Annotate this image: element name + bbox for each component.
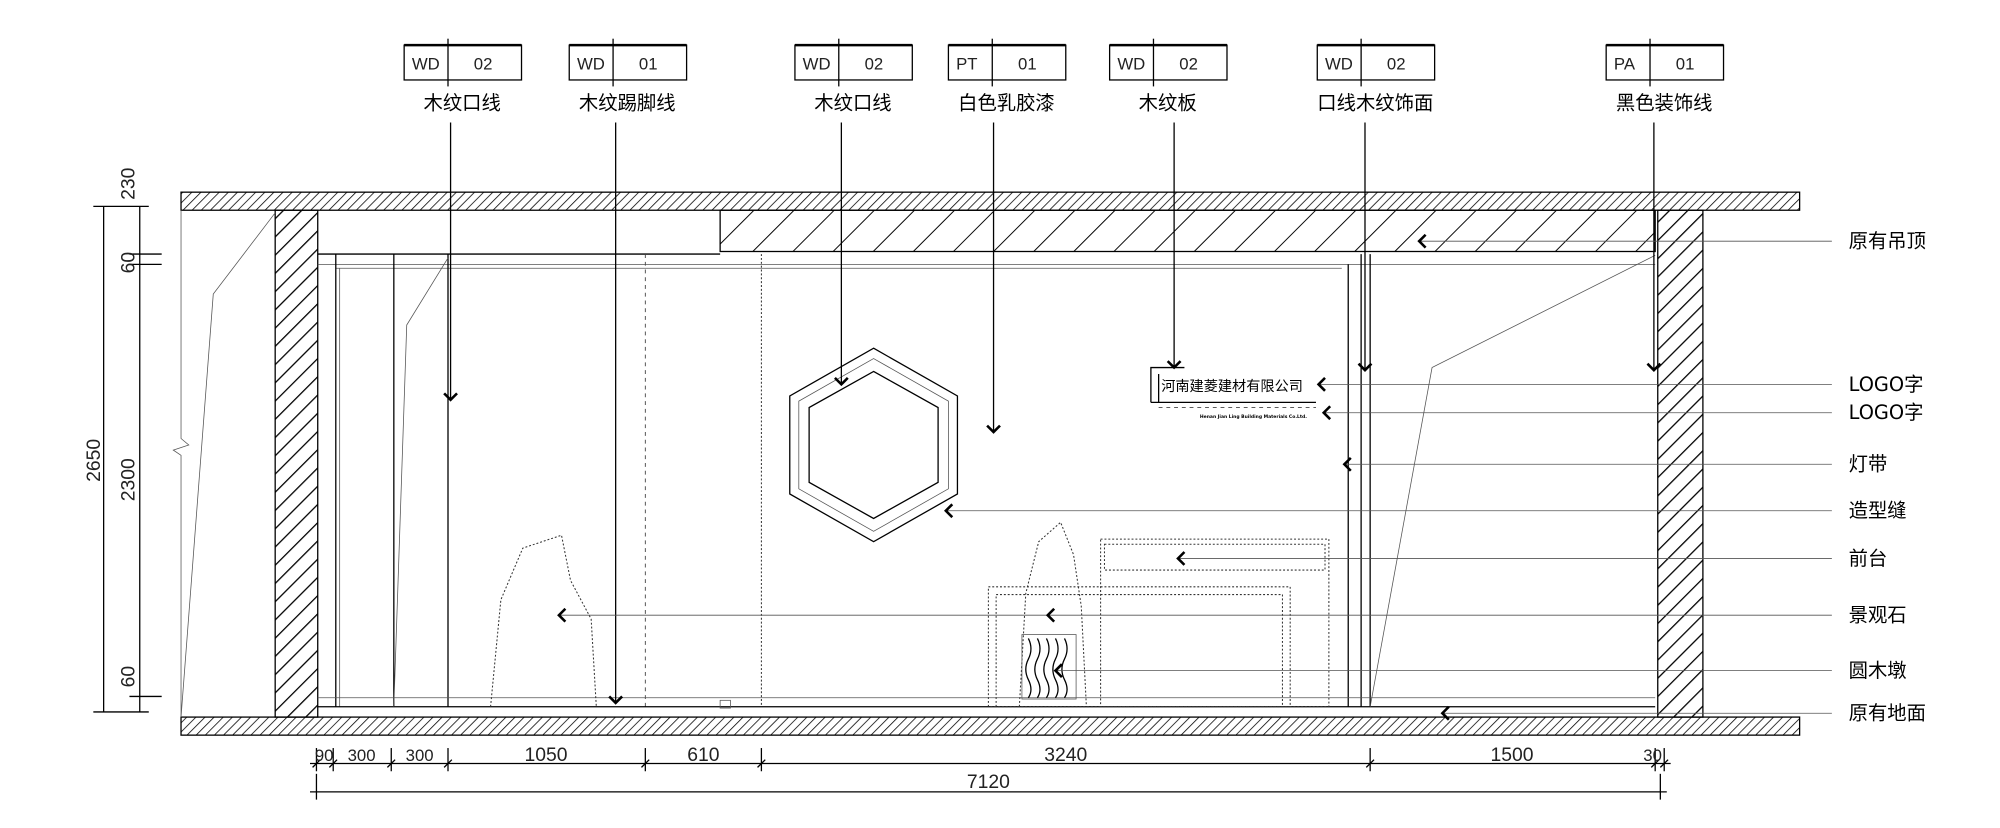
tag-code: WD xyxy=(1325,55,1353,74)
dim-label: 30 xyxy=(1643,746,1662,765)
tag-number: 02 xyxy=(1387,55,1406,74)
callout-label: 原有地面 xyxy=(1849,702,1926,725)
arrow-down-icon xyxy=(834,376,849,387)
callout-label: LOGO字 xyxy=(1849,373,1924,396)
callout-label: 圆木墩 xyxy=(1849,659,1907,682)
logo-cn: 河南建菱建材有限公司 xyxy=(1161,379,1303,395)
material-tag: PA 01 黑色装饰线 xyxy=(1605,38,1725,372)
material-tag: WD 02 木纹口线 xyxy=(403,38,523,402)
callout: 灯带 xyxy=(1342,453,1888,476)
dim-label: 300 xyxy=(406,746,434,765)
existing-ceiling xyxy=(719,209,1656,253)
reception-desk xyxy=(987,538,1330,708)
arrow-down-icon xyxy=(1166,360,1182,370)
left-wall xyxy=(274,209,319,718)
tag-number: 02 xyxy=(474,55,493,74)
arrow-left-icon xyxy=(557,607,567,623)
dim-label: 90 xyxy=(315,746,334,765)
arrow-down-icon xyxy=(986,424,1001,434)
callout-label: 前台 xyxy=(1849,547,1888,570)
tag-code: WD xyxy=(577,55,605,74)
floor-slab xyxy=(180,716,1801,736)
dim-label: 1050 xyxy=(525,744,568,766)
callout-label: 灯带 xyxy=(1849,453,1888,476)
arrow-down-icon xyxy=(608,695,624,705)
tag-number: 01 xyxy=(639,55,658,74)
tag-code: PA xyxy=(1614,55,1636,74)
callout: 圆木墩 xyxy=(1053,659,1907,682)
tag-number: 02 xyxy=(865,55,884,74)
callout-label: 景观石 xyxy=(1849,604,1907,627)
arrow-left-icon xyxy=(1316,376,1326,392)
ceiling-slab xyxy=(180,191,1801,211)
callout: 造型缝 xyxy=(944,499,1907,522)
arrow-left-icon xyxy=(1045,607,1056,623)
arrow-down-icon xyxy=(1357,362,1373,372)
hexagon-feature xyxy=(789,347,959,543)
dim-2300: 2300 xyxy=(118,458,140,501)
material-tag: WD 02 口线木纹饰面 xyxy=(1316,38,1436,372)
wood-stool xyxy=(1021,634,1077,700)
landscape-stone xyxy=(490,534,597,707)
left-dimensions: 2650 230 60 2300 60 xyxy=(83,168,190,718)
callout: LOGO字 xyxy=(1316,373,1924,396)
callout: LOGO字 xyxy=(1321,401,1924,424)
material-tag: PT 01 白色乳胶漆 xyxy=(947,38,1067,434)
callout-label: 造型缝 xyxy=(1849,499,1907,522)
tag-code: WD xyxy=(803,55,831,74)
dim-label: 610 xyxy=(687,744,719,766)
dim-60-bottom: 60 xyxy=(118,666,140,687)
material-tag: WD 02 木纹口线 xyxy=(794,38,913,387)
tag-code: WD xyxy=(1117,55,1145,74)
landscape-stone-2 xyxy=(1018,521,1087,707)
tag-number: 01 xyxy=(1676,55,1695,74)
arrow-down-icon xyxy=(1646,362,1662,372)
dim-label: 300 xyxy=(348,746,376,765)
arrow-left-icon xyxy=(1440,705,1450,721)
arrow-left-icon xyxy=(1176,551,1186,566)
tag-number: 01 xyxy=(1018,55,1037,74)
dim-60-top: 60 xyxy=(118,252,140,274)
tag-code: PT xyxy=(956,55,977,74)
dim-label: 1500 xyxy=(1491,744,1534,766)
tag-label: 木纹踢脚线 xyxy=(579,92,676,115)
callout-label: 原有吊顶 xyxy=(1849,230,1926,253)
arrow-left-icon xyxy=(1342,456,1352,472)
logo-sign: 河南建菱建材有限公司 Henan Jian Ling Building Mate… xyxy=(1150,366,1316,420)
material-tag: WD 02 木纹板 xyxy=(1108,38,1228,370)
arrow-left-icon xyxy=(1053,663,1063,679)
material-tag: WD 01 木纹踢脚线 xyxy=(568,38,688,705)
tag-code: WD xyxy=(412,55,440,74)
logo-en: Henan Jian Ling Building Materials Co.Lt… xyxy=(1200,414,1307,420)
dim-2650: 2650 xyxy=(83,439,105,482)
callout: 原有吊顶 xyxy=(1417,230,1926,253)
dim-total: 7120 xyxy=(967,771,1010,793)
callout: 原有地面 xyxy=(1440,702,1926,725)
tag-label: 口线木纹饰面 xyxy=(1317,92,1433,115)
arrow-left-icon xyxy=(1417,233,1427,249)
right-wall xyxy=(1657,209,1704,718)
arrow-left-icon xyxy=(1321,405,1332,421)
tag-label: 黑色装饰线 xyxy=(1616,92,1713,115)
arrow-down-icon xyxy=(443,392,458,402)
dim-230: 230 xyxy=(118,168,140,200)
tag-label: 木纹板 xyxy=(1139,92,1197,115)
bottom-dimensions: 90 300 300 1050 610 3240 1500 30 7120 xyxy=(310,744,1671,800)
tag-label: 白色乳胶漆 xyxy=(958,92,1055,115)
callout: 景观石 xyxy=(557,604,1907,627)
arrow-left-icon xyxy=(944,503,954,519)
callout: 前台 xyxy=(1176,547,1888,570)
dim-label: 3240 xyxy=(1044,744,1087,766)
tag-label: 木纹口线 xyxy=(424,92,501,115)
tag-number: 02 xyxy=(1179,55,1198,74)
wall-panels xyxy=(180,212,1656,718)
tag-label: 木纹口线 xyxy=(814,92,891,115)
callout-label: LOGO字 xyxy=(1849,401,1924,424)
